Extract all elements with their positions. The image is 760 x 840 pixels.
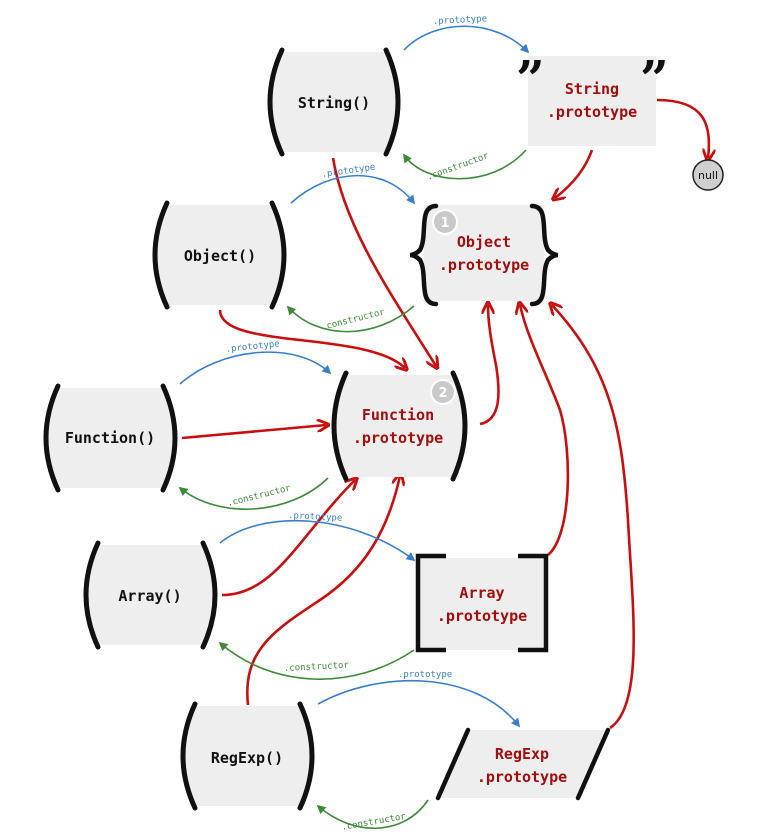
inheritance-regexp-ctor-to-function-proto (245, 476, 400, 706)
prototype-link-array (219, 519, 416, 562)
badge-object-number: 1 (440, 216, 449, 231)
inheritance-string-proto-to-null (656, 98, 709, 158)
inheritance-string-ctor-to-function-proto (331, 157, 436, 366)
inheritance-links (181, 98, 709, 730)
constructor-node-string: String() (267, 47, 401, 157)
object-brace-right-icon (529, 203, 559, 307)
string-quote-right-icon: ” (640, 49, 669, 108)
prototype-link-regexp (317, 679, 521, 728)
prototype-link-function (179, 351, 332, 385)
constructor-label-object: .constructor (320, 307, 386, 333)
prototype-node-function: Function .prototype 2 (331, 370, 468, 482)
inheritance-string-proto-to-object-proto (555, 149, 594, 198)
constructor-label-function: .constructor (226, 483, 292, 509)
badge-function-number: 2 (438, 386, 447, 401)
prototype-array-line1: Array (459, 584, 504, 602)
constructor-label-function-node: Function() (65, 429, 155, 447)
prototype-object-line2: .prototype (439, 256, 529, 274)
inheritance-regexp-proto-to-object-proto (552, 305, 635, 730)
constructor-link-object (286, 305, 415, 333)
prototype-string-line2: .prototype (547, 103, 637, 121)
null-node: null (692, 159, 724, 191)
prototype-links (179, 25, 530, 728)
array-bracket-right-icon (518, 553, 549, 653)
prototype-object-line1: Object (457, 233, 511, 251)
prototype-regexp-line1: RegExp (495, 745, 549, 763)
constructor-links (178, 149, 527, 829)
prototype-label-object: .prototype (321, 163, 376, 180)
constructor-label-object-node: Object() (184, 247, 256, 265)
prototype-label-array: .prototype (288, 511, 343, 524)
prototype-node-object: Object .prototype 1 (409, 203, 559, 307)
constructor-node-array: Array() (83, 540, 218, 650)
inheritance-array-ctor-to-function-proto (221, 480, 355, 597)
prototype-label-string: .prototype (433, 14, 488, 27)
array-bracket-left-icon (415, 553, 446, 653)
prototype-regexp-line2: .prototype (477, 768, 567, 786)
prototype-label-regexp: .prototype (398, 670, 452, 680)
prototype-function-line2: .prototype (353, 429, 443, 447)
constructor-node-regexp: RegExp() (180, 701, 315, 811)
constructor-label-regexp-node: RegExp() (211, 749, 283, 767)
prototype-node-regexp: RegExp .prototype (435, 727, 611, 801)
constructor-link-string (402, 149, 527, 180)
null-label: null (698, 169, 718, 182)
badge-function (430, 379, 456, 405)
constructor-link-array (218, 641, 415, 680)
prototype-node-string: ” ” String .prototype (516, 49, 669, 146)
constructor-link-regexp (316, 799, 429, 829)
constructor-link-function (178, 477, 329, 510)
prototype-string-line1: String (565, 80, 619, 98)
constructor-node-function: Function() (43, 383, 178, 493)
badge-object (432, 209, 458, 235)
prototype-link-string (403, 25, 530, 54)
regexp-slash-right-icon (575, 727, 611, 801)
constructor-label-array-node: Array() (118, 587, 181, 605)
inheritance-function-ctor-to-function-proto (181, 425, 326, 440)
inheritance-array-proto-to-object-proto (520, 305, 570, 556)
prototype-array-line2: .prototype (437, 607, 527, 625)
prototype-link-object (290, 174, 416, 205)
constructor-node-object: Object() (152, 200, 287, 310)
regexp-slash-left-icon (435, 727, 471, 801)
object-brace-left-icon (409, 203, 439, 307)
string-quote-left-icon: ” (516, 49, 545, 108)
constructor-label-array: .constructor (284, 661, 350, 674)
inheritance-object-ctor-to-function-proto (218, 309, 405, 368)
prototype-node-array: Array .prototype (415, 553, 549, 653)
constructor-label-regexp: .constructor (341, 812, 407, 833)
inheritance-function-proto-to-object-proto (479, 305, 500, 426)
constructor-label-string-node: String() (298, 94, 370, 112)
prototype-function-line1: Function (362, 406, 434, 424)
